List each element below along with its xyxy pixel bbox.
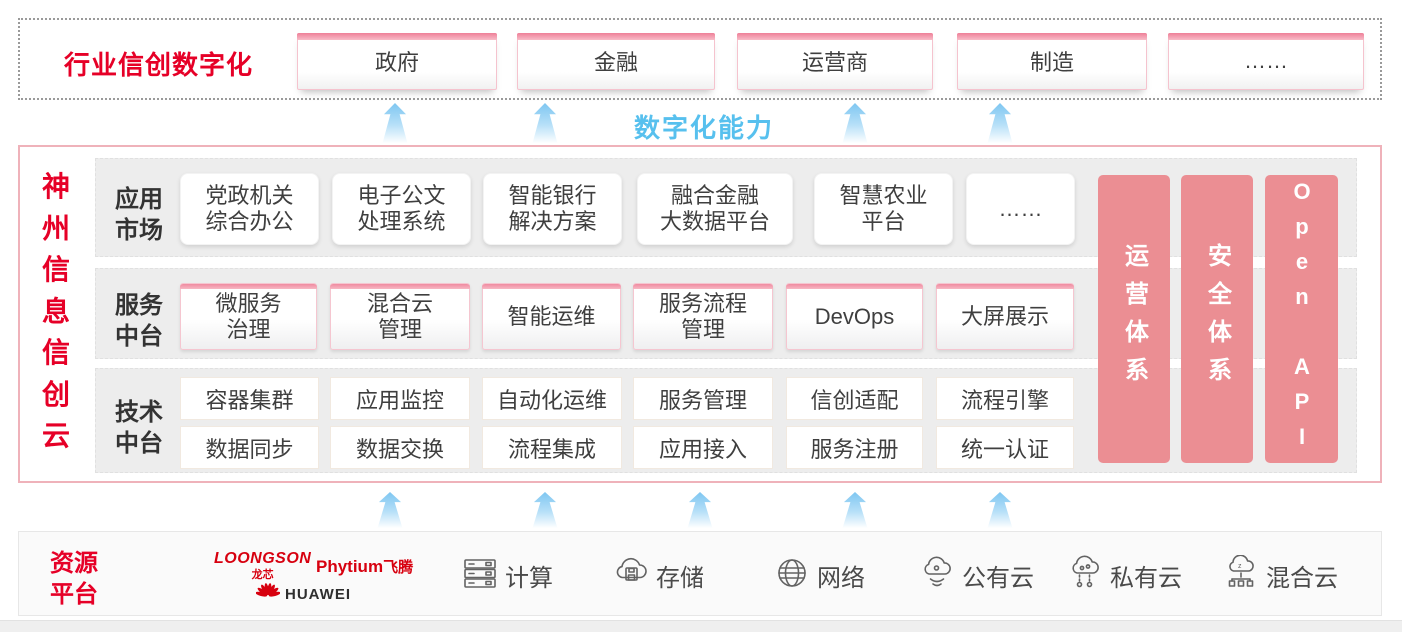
tech-box: 应用接入 [633, 426, 773, 469]
app-box: 融合金融 大数据平台 [637, 173, 793, 245]
row-label-service: 服务 中台 [115, 292, 163, 350]
industry-item-government: 政府 [297, 33, 497, 90]
private-cloud-icon [1067, 555, 1103, 596]
row-label-app-market: 应用 市场 [115, 186, 163, 244]
row-label-tech: 技术 中台 [115, 399, 163, 457]
service-box: 大屏展示 [936, 283, 1074, 350]
up-arrow-icon [987, 492, 1013, 528]
tech-box: 数据交换 [330, 426, 470, 469]
hybrid-cloud-icon: z [1223, 553, 1259, 596]
app-box: 智慧农业 平台 [814, 173, 953, 245]
compute-server-icon [462, 555, 498, 596]
pillar-operation-system: 运营体系 [1098, 175, 1170, 463]
tech-box: 服务管理 [633, 377, 773, 420]
app-box: 智能银行 解决方案 [483, 173, 622, 245]
tech-box: 容器集群 [180, 377, 319, 420]
up-arrow-icon [532, 103, 558, 143]
resource-band [18, 531, 1382, 616]
service-box: 智能运维 [482, 283, 621, 350]
tech-box: 流程引擎 [936, 377, 1074, 420]
storage-cloud-icon [613, 555, 649, 596]
bottom-strip [0, 620, 1402, 632]
app-box-more: …… [966, 173, 1075, 245]
resource-item-storage: 存储 [613, 555, 704, 595]
tech-box: 数据同步 [180, 426, 319, 469]
tech-box: 统一认证 [936, 426, 1074, 469]
resource-item-private-cloud: 私有云 [1067, 555, 1182, 595]
tech-box: 信创适配 [786, 377, 923, 420]
tech-box: 服务注册 [786, 426, 923, 469]
service-box: 微服务 治理 [180, 283, 317, 350]
service-box: 混合云 管理 [330, 283, 470, 350]
huawei-flower-icon [255, 580, 281, 609]
service-box: 服务流程 管理 [633, 283, 773, 350]
up-arrow-icon [382, 103, 408, 143]
resource-item-hybrid-cloud: z 混合云 [1223, 553, 1338, 596]
pillar-open-api: Open API [1265, 175, 1338, 463]
huawei-logo: HUAWEI [255, 580, 351, 609]
industry-item-more: …… [1168, 33, 1364, 90]
up-arrow-icon [842, 103, 868, 143]
industry-item-manufacturing: 制造 [957, 33, 1147, 90]
industry-item-operator: 运营商 [737, 33, 933, 90]
resource-item-network: 网络 [774, 555, 865, 595]
service-box: DevOps [786, 283, 923, 350]
up-arrow-icon [377, 492, 403, 528]
resource-item-public-cloud: 公有云 [919, 555, 1034, 595]
svg-text:z: z [1238, 563, 1242, 570]
public-cloud-icon [919, 555, 955, 596]
resource-item-compute: 计算 [462, 555, 553, 595]
tech-box: 流程集成 [482, 426, 622, 469]
up-arrow-icon [532, 492, 558, 528]
loongson-logo: LOONGSON 龙芯 [214, 550, 312, 581]
tech-box: 自动化运维 [482, 377, 622, 420]
app-box: 电子公文 处理系统 [332, 173, 471, 245]
up-arrow-icon [687, 492, 713, 528]
capability-label: 数字化能力 [634, 113, 775, 143]
platform-title: 神州信息信创云 [41, 171, 70, 451]
industry-item-finance: 金融 [517, 33, 715, 90]
network-globe-icon [774, 555, 810, 596]
app-box: 党政机关 综合办公 [180, 173, 319, 245]
tech-box: 应用监控 [330, 377, 470, 420]
phytium-logo: Phytium飞腾 [316, 557, 414, 576]
pillar-security-system: 安全体系 [1181, 175, 1253, 463]
up-arrow-icon [987, 103, 1013, 143]
up-arrow-icon [842, 492, 868, 528]
industry-band-title: 行业信创数字化 [64, 50, 254, 80]
resource-title: 资源 平台 [50, 550, 98, 608]
